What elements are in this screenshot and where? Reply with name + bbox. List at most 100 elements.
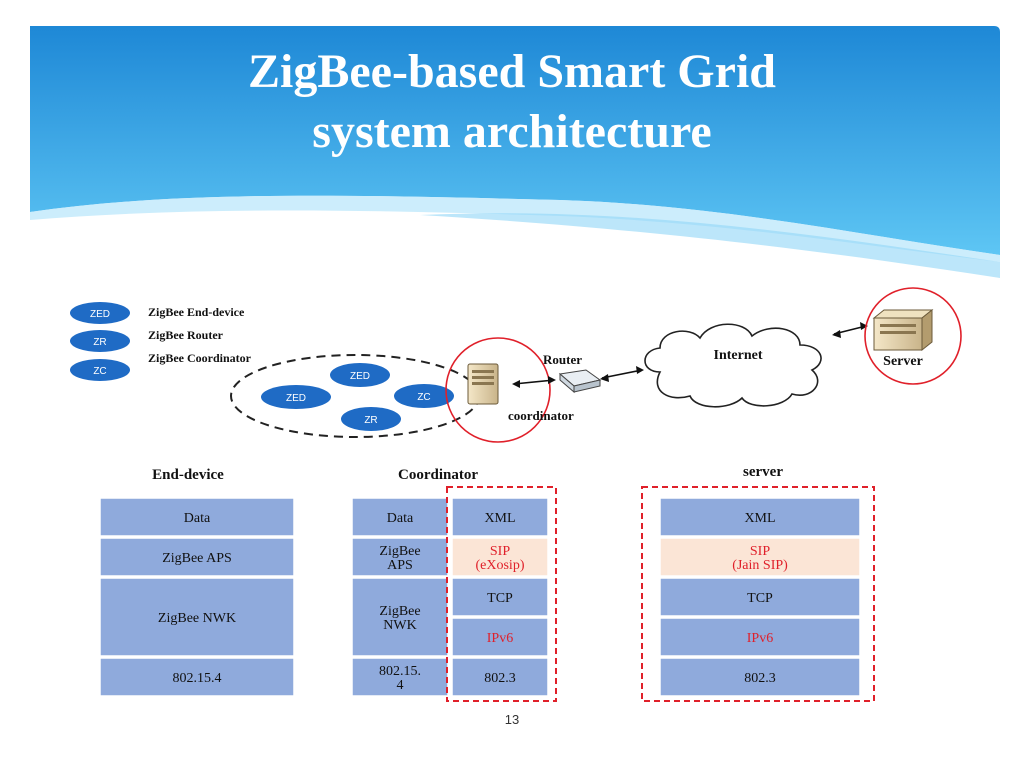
link-router-internet <box>600 366 644 382</box>
coordinator-right-layer: TCP <box>451 577 549 617</box>
coordinator-right-layer-box <box>451 577 549 617</box>
stack-end-device-title: End-device <box>152 467 224 483</box>
node-zed-top: ZED <box>330 363 390 387</box>
router-label: Router <box>543 352 582 367</box>
server-ip-highlight-box <box>641 486 875 702</box>
coordinator-left-layer: 802.15.4 <box>351 657 449 697</box>
end-device-layer-box <box>99 537 295 577</box>
stack-server-title: server <box>743 464 783 480</box>
end-device-layer-text: ZigBee APS <box>162 551 232 566</box>
node-zr: ZR <box>341 407 401 431</box>
coordinator-left-layer-text: Data <box>387 511 414 526</box>
coordinator-highlight-circle <box>445 337 551 443</box>
link-coordinator-router <box>512 376 556 388</box>
coordinator-left-layer-box <box>351 657 449 697</box>
title-line-2: system architecture <box>312 105 712 158</box>
server-layer-box <box>659 537 861 577</box>
coordinator-right-layer: SIP(eXosip) <box>451 537 549 577</box>
end-device-layer-box <box>99 497 295 537</box>
slide-header: ZigBee-based Smart Grid system architect… <box>0 0 1024 300</box>
coordinator-right-layer: XML <box>451 497 549 537</box>
end-device-layer: Data <box>99 497 295 537</box>
coordinator-right-layer: IPv6 <box>451 617 549 657</box>
server-highlight-circle <box>864 287 962 385</box>
header-wave-background <box>30 26 1000 278</box>
coordinator-left-layer-text: ZigBee <box>379 544 420 559</box>
node-zc-label: ZC <box>417 392 430 403</box>
server-layer-box <box>659 497 861 537</box>
coordinator-right-layer-box <box>451 617 549 657</box>
server-layer-text: TCP <box>747 591 773 606</box>
coordinator-left-layer-box <box>351 497 449 537</box>
coordinator-right-layer: 802.3 <box>451 657 549 697</box>
node-zed-left-label: ZED <box>286 393 306 404</box>
legend-label-zed: ZigBee End-device <box>148 305 245 319</box>
end-device-layer-text: Data <box>184 511 211 526</box>
server-layer-box <box>659 657 861 697</box>
router-icon <box>558 369 602 394</box>
coordinator-left-layer-text: 4 <box>397 678 404 693</box>
server-layer-text: IPv6 <box>747 631 773 646</box>
legend-label-zr: ZigBee Router <box>148 328 224 342</box>
legend-item-zr: ZR ZigBee Router <box>70 328 224 352</box>
server-layer-text: SIP <box>750 544 770 559</box>
coordinator-right-layer-box <box>451 657 549 697</box>
server-layer: IPv6 <box>659 617 861 657</box>
end-device-layer: ZigBee NWK <box>99 577 295 657</box>
coordinator-server-icon <box>467 363 499 405</box>
internet-label: Internet <box>714 348 763 363</box>
title-line-1: ZigBee-based Smart Grid <box>248 45 776 98</box>
server-icon <box>872 308 934 352</box>
stack-coordinator-title: Coordinator <box>398 467 478 483</box>
coordinator-label: coordinator <box>508 408 574 423</box>
link-internet-server <box>832 322 868 338</box>
node-zed-left: ZED <box>261 385 331 409</box>
coordinator-left-layer-text: APS <box>387 558 413 573</box>
end-device-layer-text: ZigBee NWK <box>158 611 236 626</box>
server-layer-box <box>659 577 861 617</box>
coordinator-right-layer-box <box>451 497 549 537</box>
coordinator-left-layer-text: NWK <box>383 618 416 633</box>
end-device-layer-text: 802.15.4 <box>173 671 222 686</box>
server-layer-text: (Jain SIP) <box>732 558 788 573</box>
coordinator-left-layer-box <box>351 577 449 657</box>
coordinator-right-layer-text: SIP <box>490 544 510 559</box>
coordinator-left-layer: Data <box>351 497 449 537</box>
server-layer: XML <box>659 497 861 537</box>
coordinator-right-layer-text: TCP <box>487 591 513 606</box>
coordinator-right-layer-text: (eXosip) <box>476 558 525 573</box>
coordinator-left-layer-text: ZigBee <box>379 604 420 619</box>
server-layer-text: XML <box>744 511 775 526</box>
coordinator-right-layer-text: 802.3 <box>484 671 516 686</box>
server-label: Server <box>883 354 923 369</box>
end-device-layer: ZigBee APS <box>99 537 295 577</box>
stack-server: XML SIP(Jain SIP) TCP IPv6 802.3 <box>641 486 875 702</box>
server-layer-text: 802.3 <box>744 671 776 686</box>
legend-item-zc: ZC ZigBee Coordinator <box>70 351 252 381</box>
end-device-layer-box <box>99 657 295 697</box>
legend-badge-zed: ZED <box>90 309 110 320</box>
server-layer: 802.3 <box>659 657 861 697</box>
page-number: 13 <box>504 712 520 727</box>
coordinator-right-layer-text: IPv6 <box>487 631 513 646</box>
legend-badge-zr: ZR <box>93 337 106 348</box>
server-device: Server <box>864 287 962 385</box>
legend-item-zed: ZED ZigBee End-device <box>70 302 245 324</box>
coordinator-right-layer-box <box>451 537 549 577</box>
coordinator-left-layer-text: 802.15. <box>379 664 421 679</box>
coordinator-right-layer-text: XML <box>484 511 515 526</box>
legend: ZED ZigBee End-device ZR ZigBee Router Z… <box>70 302 252 381</box>
router-device: Router <box>543 352 602 394</box>
server-layer-box <box>659 617 861 657</box>
server-layer: SIP(Jain SIP) <box>659 537 861 577</box>
coordinator-device: coordinator <box>445 337 574 443</box>
server-layer: TCP <box>659 577 861 617</box>
legend-label-zc: ZigBee Coordinator <box>148 351 252 365</box>
end-device-layer-box <box>99 577 295 657</box>
slide-title: ZigBee-based Smart Grid system architect… <box>0 42 1024 162</box>
